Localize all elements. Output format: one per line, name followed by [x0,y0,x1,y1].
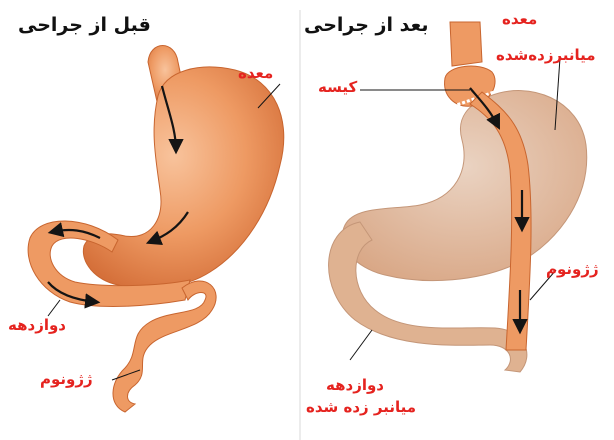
after-label-duodenum-bypassed: میانبر زده شده [306,400,416,415]
before-label-jejunum: ژژونوم [40,372,93,387]
after-title: بعد از جراحی [304,16,428,35]
before-label-stomach: معده [238,66,273,81]
before-title: قبل از جراحی [18,16,151,35]
after-label-pouch: کیسه [318,80,357,95]
before-stomach-illustration [28,46,284,413]
after-label-jejunum: ژژونوم [546,262,599,277]
after-label-duodenum: دوازدهه [326,378,384,393]
after-label-bypassed: میانبرزده‌شده [496,48,596,63]
after-stomach-illustration [329,22,587,372]
before-label-duodenum: دوازدهه [8,318,66,333]
after-label-stomach: معده [502,12,537,27]
